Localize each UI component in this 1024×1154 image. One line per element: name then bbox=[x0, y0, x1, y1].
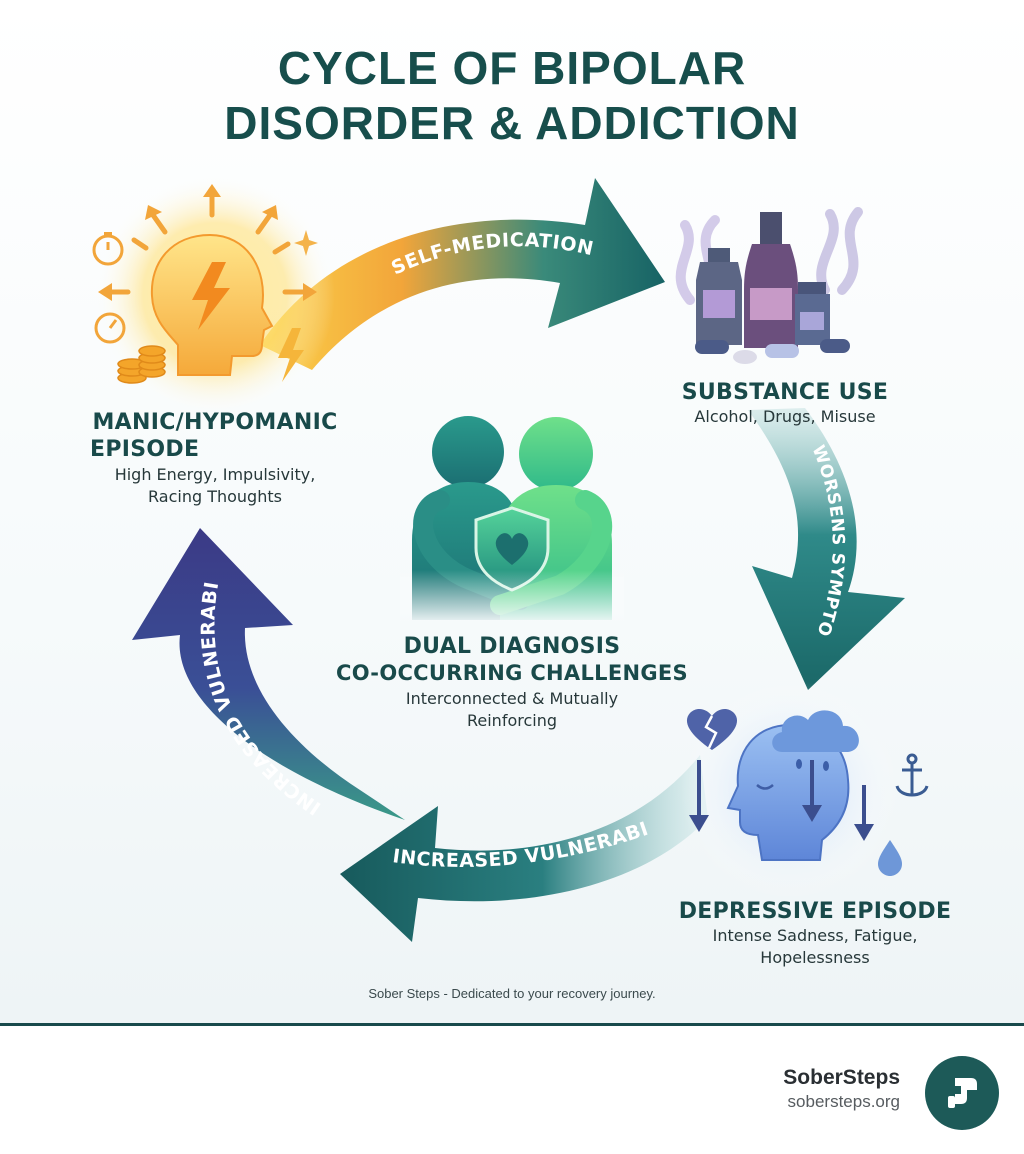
center-heading-line-1: DUAL DIAGNOSIS bbox=[403, 634, 621, 659]
stopwatch-icon bbox=[92, 232, 124, 266]
depressive-heading: DEPRESSIVE EPISODE bbox=[678, 899, 952, 924]
broken-heart-icon bbox=[686, 709, 738, 750]
support-people-icon bbox=[400, 416, 624, 625]
manic-desc-line-1: High Energy, Impulsivity, bbox=[114, 465, 316, 484]
center-desc-line-2: Reinforcing bbox=[466, 711, 557, 730]
cycle-diagram: SELF-MEDICATION WORSENS SYMPTOMS INCREAS… bbox=[92, 175, 929, 942]
footer: SoberSteps sobersteps.org bbox=[0, 1026, 1024, 1154]
manic-heading-line-2: EPISODE bbox=[90, 437, 200, 462]
center-desc-line-1: Interconnected & Mutually bbox=[405, 689, 619, 708]
center-heading-line-2: CO-OCCURRING CHALLENGES bbox=[336, 661, 688, 685]
footer-divider bbox=[0, 1023, 1024, 1026]
sparkle-icon bbox=[294, 230, 318, 256]
infographic-poster: CYCLE OF BIPOLAR DISORDER & ADDICTION bbox=[0, 0, 1024, 1024]
tagline: Sober Steps - Dedicated to your recovery… bbox=[368, 986, 656, 1001]
manic-heading-line-1: MANIC/HYPOMANIC bbox=[92, 410, 338, 435]
depressive-head-icon bbox=[680, 680, 929, 900]
substance-bottles-icon bbox=[675, 207, 863, 364]
arrow-self-medication: SELF-MEDICATION bbox=[260, 178, 665, 370]
brand-name: SoberSteps bbox=[783, 1066, 900, 1089]
title-line-2: DISORDER & ADDICTION bbox=[224, 97, 800, 149]
substance-desc: Alcohol, Drugs, Misuse bbox=[694, 407, 876, 426]
substance-heading: SUBSTANCE USE bbox=[681, 380, 889, 405]
anchor-icon bbox=[895, 753, 929, 797]
clock-icon bbox=[94, 312, 126, 344]
manic-head-icon bbox=[92, 175, 335, 415]
depressive-desc-line-2: Hopelessness bbox=[760, 948, 870, 967]
title-line-1: CYCLE OF BIPOLAR bbox=[277, 42, 747, 94]
manic-desc-line-2: Racing Thoughts bbox=[148, 487, 282, 506]
depressive-desc-line-1: Intense Sadness, Fatigue, bbox=[712, 926, 918, 945]
cloud-icon bbox=[772, 710, 859, 771]
sobersteps-logo-icon[interactable] bbox=[925, 1056, 999, 1130]
brand-url[interactable]: sobersteps.org bbox=[787, 1092, 900, 1111]
water-drop-icon bbox=[878, 840, 902, 876]
coins-icon bbox=[117, 345, 166, 384]
